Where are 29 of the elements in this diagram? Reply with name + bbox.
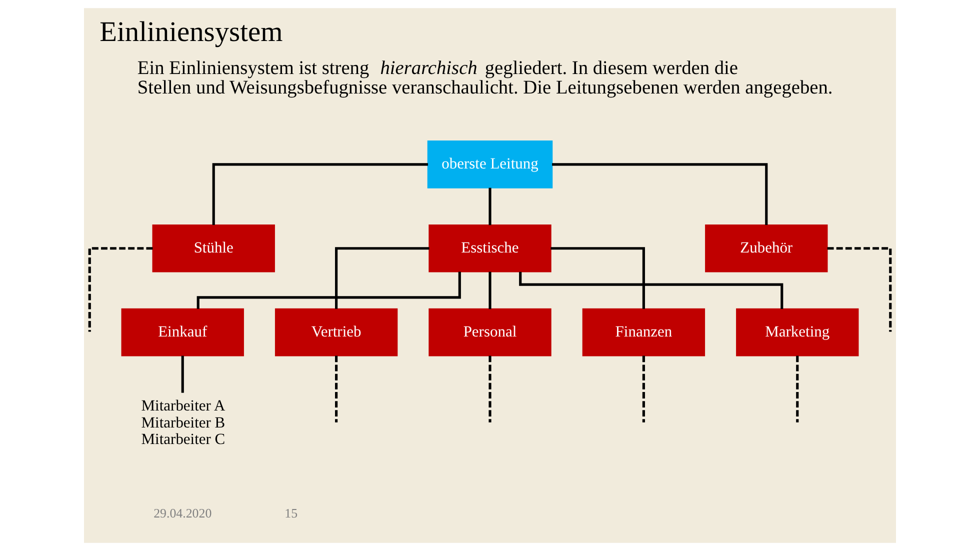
connector xyxy=(550,247,645,309)
node-box: Marketing xyxy=(736,308,859,356)
label: 15 xyxy=(284,506,298,521)
label: 29.04.2020 xyxy=(154,506,212,521)
node-text: Mitarbeiter A Mitarbeiter B Mitarbeiter C xyxy=(141,398,226,448)
node-box: Personal xyxy=(428,308,552,356)
connector xyxy=(827,247,892,332)
connector xyxy=(488,356,492,422)
connector xyxy=(212,163,428,225)
diagram-title: Einliniensystem xyxy=(100,17,283,48)
connector xyxy=(488,272,492,310)
connector xyxy=(642,356,645,422)
node-box: Esstische xyxy=(428,224,552,272)
node-box: Stühle xyxy=(152,224,275,272)
node-box: Finanzen xyxy=(582,308,706,356)
label: Ein Einliniensystem ist streng hierarchisch gegliedert. In diesem werden die Stellen und Weisungsbefugnisse veranschaulicht. Die Leitungsebenen werden angegeben. xyxy=(137,58,833,98)
connector xyxy=(488,188,492,226)
node-box: Vertrieb xyxy=(274,308,398,356)
node-box: Einkauf xyxy=(121,308,244,356)
connector xyxy=(196,272,461,309)
connector xyxy=(181,356,184,393)
connector xyxy=(335,247,430,309)
connector xyxy=(335,356,338,422)
connector xyxy=(552,163,768,225)
node-box: oberste Leitung xyxy=(427,140,553,188)
connector xyxy=(88,247,153,332)
connector xyxy=(519,272,784,309)
connector xyxy=(796,356,799,422)
node-box: Zubehör xyxy=(705,224,828,272)
